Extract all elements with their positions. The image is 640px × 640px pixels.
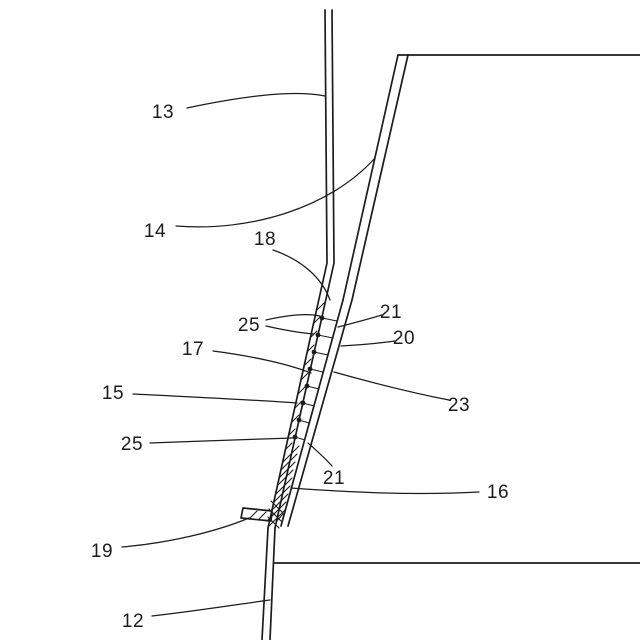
leader-21-lower xyxy=(307,442,333,467)
fastener-heads xyxy=(292,315,325,440)
fastener-stem xyxy=(321,317,338,322)
ref-label-15: 15 xyxy=(102,383,124,404)
ref-label-25-lower: 25 xyxy=(121,434,143,455)
leader-19 xyxy=(121,517,250,548)
panel-14-outer-edge xyxy=(342,54,399,301)
ref-label-19: 19 xyxy=(91,541,113,562)
fastener-head xyxy=(319,315,325,321)
panel-14-inner-edge xyxy=(351,54,409,301)
ref-label-25-upper: 25 xyxy=(238,315,260,336)
leader-18 xyxy=(272,249,331,301)
leader-20 xyxy=(340,340,396,347)
fastener-stem xyxy=(317,334,334,339)
leader-15 xyxy=(132,393,298,404)
structure-outlines xyxy=(240,9,640,640)
hatch-joint-block-16 xyxy=(268,445,300,527)
ref-label-14: 14 xyxy=(144,221,166,242)
leader-17 xyxy=(212,350,312,374)
fastener-row xyxy=(292,315,338,441)
ref-label-21-upper: 21 xyxy=(380,302,402,323)
leader-13 xyxy=(186,92,326,109)
leader-25-lower xyxy=(149,437,294,444)
hatch-flange-19 xyxy=(248,510,284,523)
leader-21-upper xyxy=(337,314,383,328)
panel-13-right-edge xyxy=(274,9,335,529)
panel-13-left-edge xyxy=(267,9,328,529)
flange-19-outline xyxy=(240,507,273,522)
ref-label-18: 18 xyxy=(254,229,276,250)
fastener-head xyxy=(296,417,302,423)
ref-label-17: 17 xyxy=(182,339,204,360)
ref-label-12: 12 xyxy=(122,611,144,632)
ref-label-13: 13 xyxy=(152,102,174,123)
ref-label-23: 23 xyxy=(448,395,470,416)
leader-12 xyxy=(151,599,271,617)
leader-25-upper-a xyxy=(265,314,321,321)
fastener-head xyxy=(311,349,317,355)
ref-label-16: 16 xyxy=(487,482,509,503)
ref-label-21-lower: 21 xyxy=(323,468,345,489)
leader-16 xyxy=(290,487,480,495)
fastener-head xyxy=(304,383,310,389)
leader-14 xyxy=(175,157,376,228)
ref-label-20: 20 xyxy=(393,328,415,349)
reference-numerals: 13 14 18 25 21 20 17 15 23 25 21 16 19 1… xyxy=(91,102,509,632)
leader-lines xyxy=(121,92,480,617)
fastener-head xyxy=(292,434,298,440)
leader-25-upper-b xyxy=(265,325,315,335)
fastener-head xyxy=(315,332,321,338)
fastener-head xyxy=(307,366,313,372)
leader-23 xyxy=(333,371,450,401)
wall-12-right-edge xyxy=(269,527,276,640)
fastener-head xyxy=(300,400,306,406)
wall-12-left-edge xyxy=(261,527,269,640)
